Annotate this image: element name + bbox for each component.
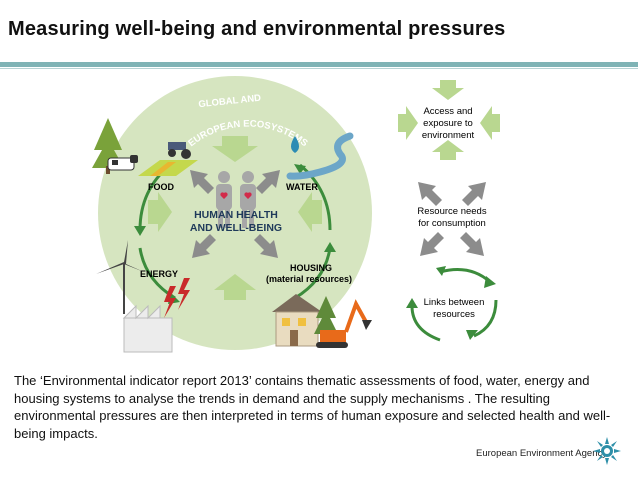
legend-green-head-3 bbox=[406, 298, 418, 308]
legend-grey-arrow-bl bbox=[420, 232, 444, 256]
house-icon bbox=[272, 294, 322, 312]
legend-links: Links between resources bbox=[406, 266, 498, 342]
excavator-icon bbox=[316, 299, 372, 348]
legend-resource: Resource needs for consumption bbox=[417, 182, 487, 256]
legend-grey-arrow-tr bbox=[462, 182, 486, 206]
tractor-icon bbox=[168, 142, 186, 150]
tree-icon-right bbox=[314, 296, 338, 334]
inner-arrows bbox=[190, 170, 280, 258]
arrow-inner-br bbox=[254, 234, 278, 258]
water-drop-icon bbox=[291, 136, 299, 153]
title-rule bbox=[0, 62, 638, 67]
diagram: GLOBAL AND EUROPEAN ECOSYSTEMS bbox=[92, 76, 500, 353]
housing-label-line2: (material resources) bbox=[266, 274, 352, 284]
food-label: FOOD bbox=[148, 182, 174, 192]
inward-arrows bbox=[148, 136, 322, 300]
food-illustration bbox=[92, 118, 198, 176]
energy-illustration bbox=[96, 240, 190, 353]
arrow-in-left bbox=[148, 192, 172, 232]
water-illustration bbox=[286, 132, 354, 180]
arrow-in-top bbox=[212, 136, 258, 162]
ecosystem-circle bbox=[98, 76, 372, 350]
description-text: The ‘Environmental indicator report 2013… bbox=[14, 373, 611, 441]
legend-arrow-right bbox=[398, 106, 418, 140]
center-label-line1: HUMAN HEALTH bbox=[194, 209, 278, 221]
legend-grey-arrow-br bbox=[460, 232, 484, 256]
tree-icon-left bbox=[92, 118, 124, 168]
arrow-inner-tr bbox=[256, 170, 280, 194]
arrow-in-bottom bbox=[214, 274, 256, 300]
center-label-line2: AND WELL-BEING bbox=[190, 222, 282, 234]
legend-arrow-down bbox=[432, 80, 464, 100]
legend-access-line3: environment bbox=[422, 130, 475, 141]
cycle-head-1 bbox=[134, 226, 146, 236]
legend-arrow-up bbox=[432, 140, 464, 160]
title-rule-thin bbox=[0, 68, 638, 69]
cycle-arc-right-bottom bbox=[294, 247, 332, 300]
legend-access-line1: Access and bbox=[423, 106, 472, 117]
legend-resource-line2: for consumption bbox=[418, 218, 486, 229]
heart-icon-right bbox=[244, 192, 252, 199]
legend-access-line2: exposure to bbox=[423, 118, 473, 129]
page-title: Measuring well-being and environmental p… bbox=[8, 18, 506, 40]
cycle-head-3 bbox=[294, 164, 306, 174]
legend-green-head-2 bbox=[466, 330, 478, 340]
legend-green-head-1 bbox=[484, 276, 496, 288]
arrow-inner-tl bbox=[190, 170, 214, 194]
arrow-inner-bl bbox=[192, 234, 216, 258]
agency-name: European Environment Agency bbox=[476, 448, 607, 459]
legend-links-line1: Links between bbox=[424, 297, 485, 308]
cycle-arc-right-top bbox=[299, 163, 332, 231]
water-label: WATER bbox=[286, 182, 318, 192]
housing-illustration bbox=[272, 294, 372, 348]
eea-logo-icon bbox=[593, 437, 621, 465]
legend-resource-line1: Resource needs bbox=[417, 206, 486, 217]
arrow-in-right bbox=[298, 192, 322, 232]
river-icon bbox=[286, 132, 354, 180]
legend-green-head-4 bbox=[436, 266, 446, 276]
cycle-head-4 bbox=[324, 242, 336, 252]
legend-links-line2: resources bbox=[433, 309, 475, 320]
legend-arrow-left bbox=[480, 106, 500, 140]
lightning-icon-2 bbox=[178, 278, 190, 310]
legend-grey-arrow-tl bbox=[418, 182, 442, 206]
heart-icon-left bbox=[220, 192, 228, 199]
legend-access: Access and exposure to environment bbox=[398, 80, 500, 160]
housing-label-line1: HOUSING bbox=[290, 263, 332, 273]
factory-icon bbox=[123, 317, 173, 353]
energy-label: ENERGY bbox=[140, 269, 178, 279]
lightning-icon-1 bbox=[164, 286, 176, 318]
